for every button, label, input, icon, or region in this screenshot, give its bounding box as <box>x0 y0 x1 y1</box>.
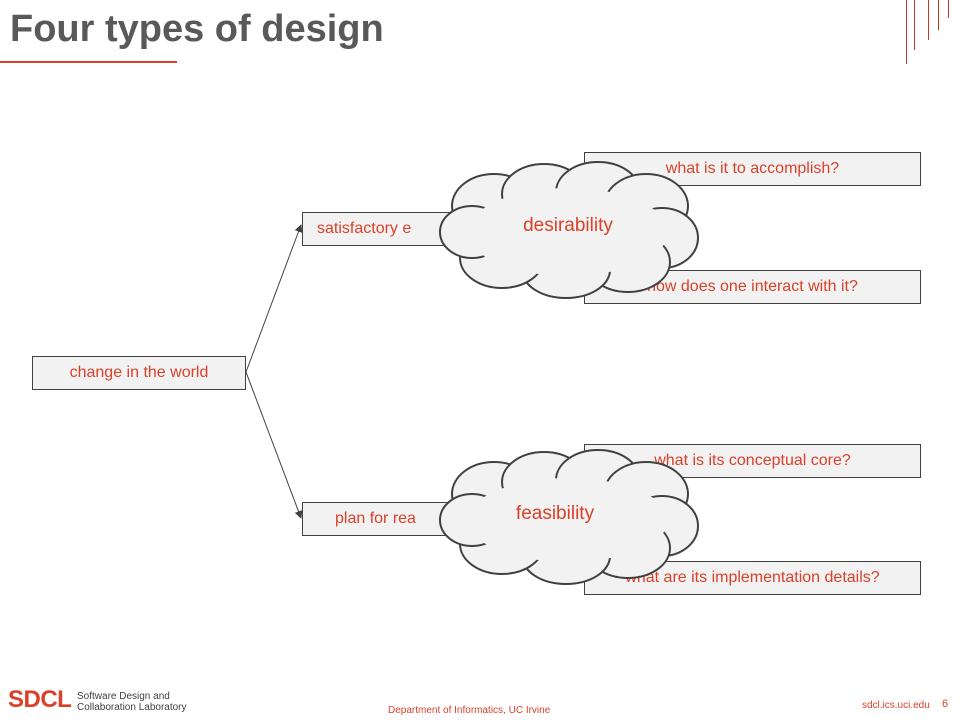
corner-decoration-line <box>928 0 929 40</box>
desirability-cloud <box>439 161 699 299</box>
question-conceptual-core: what is its conceptual core? <box>584 444 921 478</box>
lab-name-line-1: Software Design and <box>77 691 170 702</box>
branch-node-satisfactory: satisfactory e <box>302 212 462 246</box>
corner-decoration-line <box>906 0 907 64</box>
slide-title: Four types of design <box>10 8 384 50</box>
corner-decoration-line <box>948 0 949 18</box>
connector-to-branch-1 <box>245 224 303 373</box>
connector-to-branch-2 <box>245 371 303 519</box>
root-node: change in the world <box>32 356 246 390</box>
branch-node-plan: plan for rea <box>302 502 462 536</box>
question-interact: how does one interact with it? <box>584 270 921 304</box>
corner-decoration-line <box>938 0 939 30</box>
desirability-label: desirability <box>523 215 613 236</box>
title-underline <box>0 61 177 63</box>
department-name: Department of Informatics, UC Irvine <box>388 705 551 716</box>
corner-decoration-line <box>914 0 915 50</box>
feasibility-label: feasibility <box>515 503 595 524</box>
website-url: sdcl.ics.uci.edu <box>862 700 930 711</box>
sdcl-logo: SDCL <box>8 686 72 713</box>
lab-name: Software Design and Collaboration Labora… <box>77 691 187 713</box>
lab-name-line-2: Collaboration Laboratory <box>77 702 187 713</box>
page-number: 6 <box>942 698 949 710</box>
question-accomplish: what is it to accomplish? <box>584 152 921 186</box>
feasibility-cloud <box>439 449 699 585</box>
